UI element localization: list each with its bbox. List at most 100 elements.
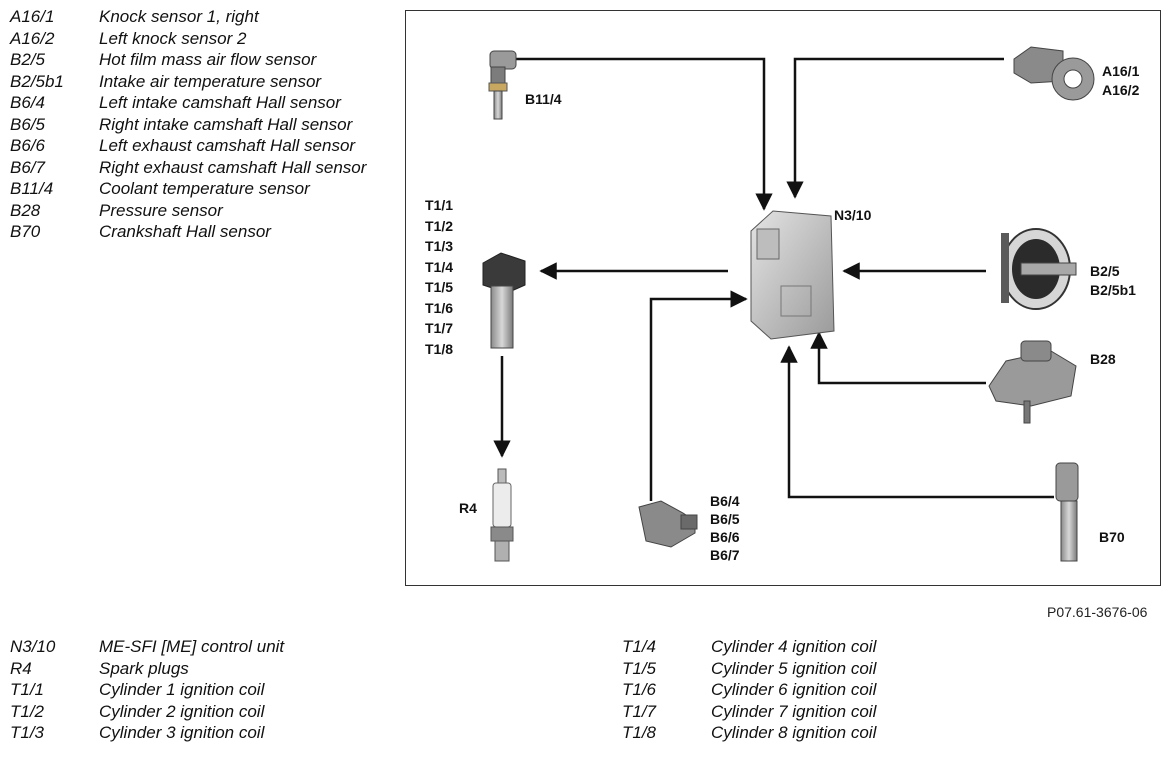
figure-reference: P07.61-3676-06 (1047, 604, 1148, 620)
legend-sensor-description: Coolant temperature sensor (99, 179, 310, 198)
crankshaft-sensor-icon (1055, 462, 1079, 562)
legend-actuator-description: ME-SFI [ME] control unit (99, 637, 285, 656)
label-t1-6: T1/6 (425, 300, 453, 316)
label-n3-10: N3/10 (834, 207, 872, 223)
legend-sensor-code: B28 (10, 200, 41, 220)
legend-sensor-code: B2/5b1 (10, 71, 64, 91)
spark-plug-icon (490, 468, 514, 562)
legend-coil-code: T1/6 (622, 680, 657, 699)
label-b6-7: B6/7 (710, 547, 740, 563)
legend-sensor-code: B2/5 (10, 50, 45, 69)
legend-actuator-description: Cylinder 3 ignition coil (99, 723, 265, 742)
legend-sensor-description: Knock sensor 1, right (99, 7, 259, 26)
legend-actuator-code: N3/10 (10, 637, 56, 656)
legend-actuator-description: Spark plugs (99, 658, 189, 678)
legend-coil-row: T1/7 Cylinder 7 ignition coil (622, 701, 1011, 723)
legend-sensor-row: B2/5 Hot film mass air flow sensor (10, 49, 369, 71)
legend-coil-description: Cylinder 5 ignition coil (711, 658, 877, 678)
legend-coil-code: T1/4 (622, 637, 657, 656)
legend-sensor-description: Left intake camshaft Hall sensor (99, 93, 341, 112)
diagram-frame: B11/4 A16/1 A16/2 N3/10 B2/5 B2/5b1 B28 … (405, 10, 1161, 586)
legend-actuator-code: T1/2 (10, 701, 45, 721)
label-t1-1: T1/1 (425, 197, 453, 213)
ignition-coil-icon (482, 252, 526, 349)
line-crank-to-ecu (780, 345, 1054, 499)
legend-sensor-row: B70 Crankshaft Hall sensor (10, 221, 369, 243)
legend-actuator-description: Cylinder 1 ignition coil (99, 680, 265, 699)
label-b70: B70 (1099, 529, 1125, 545)
label-a16-1: A16/1 (1102, 63, 1140, 79)
legend-coil-row: T1/8 Cylinder 8 ignition coil (622, 722, 1011, 744)
ignition-system-diagram: B11/4 A16/1 A16/2 N3/10 B2/5 B2/5b1 B28 … (425, 46, 1140, 563)
legend-sensor-code: B6/6 (10, 136, 45, 155)
legend-sensor-row: A16/1 Knock sensor 1, right (10, 6, 369, 28)
legend-sensor-row: B6/5 Right intake camshaft Hall sensor (10, 114, 369, 136)
legend-sensor-description: Pressure sensor (99, 200, 223, 220)
label-t1-8: T1/8 (425, 341, 453, 357)
label-b28: B28 (1090, 351, 1116, 367)
legend-actuator-row: N3/10 ME-SFI [ME] control unit (10, 636, 399, 658)
label-t1-2: T1/2 (425, 218, 453, 234)
signal-lines (493, 57, 1054, 501)
legend-sensor-row: B28 Pressure sensor (10, 200, 369, 222)
label-b2-5b1: B2/5b1 (1090, 282, 1136, 298)
legend-coil-code: T1/8 (622, 723, 657, 742)
legend-coil-row: T1/5 Cylinder 5 ignition coil (622, 658, 1011, 680)
maf-sensor-icon (1001, 228, 1077, 310)
legend-coil-code: T1/7 (622, 701, 657, 721)
line-pressure-to-ecu (810, 331, 986, 385)
legend-sensor-description: Right exhaust camshaft Hall sensor (99, 157, 367, 177)
legend-coil-description: Cylinder 4 ignition coil (711, 637, 877, 656)
legend-sensor-row: B11/4 Coolant temperature sensor (10, 178, 369, 200)
line-cam-to-ecu (649, 290, 748, 501)
legend-actuator-description: Cylinder 2 ignition coil (99, 701, 265, 721)
label-t1-7: T1/7 (425, 320, 453, 336)
legend-coil-code: T1/5 (622, 658, 657, 678)
label-b6-6: B6/6 (710, 529, 740, 545)
legend-sensor-description: Hot film mass air flow sensor (99, 50, 317, 69)
line-coolant-to-ecu (516, 57, 773, 211)
legend-coil-row: T1/4 Cylinder 4 ignition coil (622, 636, 1011, 658)
legend-sensor-row: B6/6 Left exhaust camshaft Hall sensor (10, 135, 369, 157)
legend-sensor-row: B6/4 Left intake camshaft Hall sensor (10, 92, 369, 114)
legend-coil-description: Cylinder 8 ignition coil (711, 723, 877, 742)
legend-sensor-code: B6/4 (10, 93, 45, 112)
legend-actuator-row: T1/1 Cylinder 1 ignition coil (10, 679, 399, 701)
label-r4: R4 (459, 500, 477, 516)
legend-actuator-row: T1/3 Cylinder 3 ignition coil (10, 722, 399, 744)
legend-actuator-code: R4 (10, 658, 32, 678)
legend-actuator-row: T1/2 Cylinder 2 ignition coil (10, 701, 399, 723)
legend-sensor-code: A16/1 (10, 7, 55, 26)
line-knock-to-ecu (786, 57, 1004, 199)
label-t1-5: T1/5 (425, 279, 453, 295)
label-b6-4: B6/4 (710, 493, 740, 509)
legend-sensor-code: B11/4 (10, 179, 54, 198)
legend-sensor-description: Left exhaust camshaft Hall sensor (99, 136, 356, 155)
label-b11-4: B11/4 (525, 91, 562, 107)
label-t1-4: T1/4 (425, 259, 453, 275)
label-a16-2: A16/2 (1102, 82, 1140, 98)
pressure-sensor-icon (988, 340, 1077, 424)
legend-sensor-description: Crankshaft Hall sensor (99, 222, 271, 241)
legend-sensor-row: B6/7 Right exhaust camshaft Hall sensor (10, 157, 369, 179)
camshaft-sensor-icon (638, 500, 698, 548)
legend-actuator-code: T1/1 (10, 680, 45, 699)
label-t1-3: T1/3 (425, 238, 453, 254)
legend-sensor-description: Right intake camshaft Hall sensor (99, 114, 353, 134)
coolant-sensor-icon (488, 50, 517, 120)
legend-coil-description: Cylinder 7 ignition coil (711, 701, 877, 721)
legend-actuator-code: T1/3 (10, 723, 45, 742)
legend-coil-description: Cylinder 6 ignition coil (711, 680, 877, 699)
legend-actuator-row: R4 Spark plugs (10, 658, 399, 680)
legend-sensor-code: B6/5 (10, 114, 45, 134)
legend-sensor-code: B70 (10, 222, 41, 241)
control-unit-icon (750, 210, 835, 340)
legend-sensor-code: B6/7 (10, 157, 45, 177)
label-b2-5: B2/5 (1090, 263, 1120, 279)
knock-sensor-icon (1013, 46, 1095, 101)
label-b6-5: B6/5 (710, 511, 740, 527)
